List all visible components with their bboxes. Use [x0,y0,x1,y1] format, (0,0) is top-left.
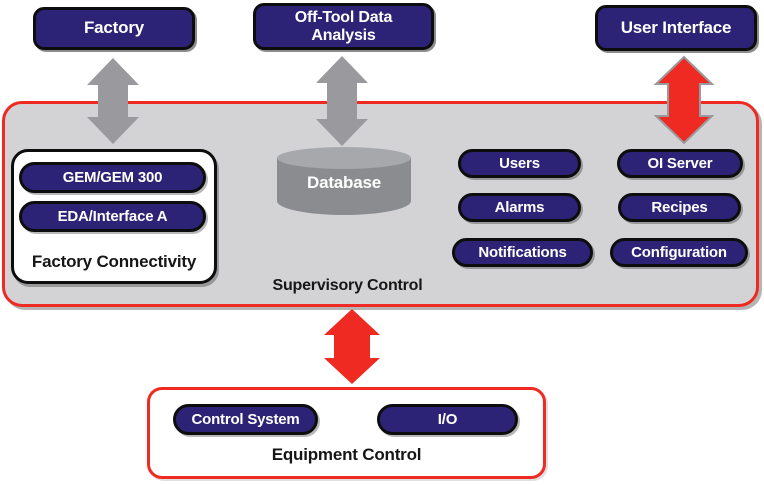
supervisory-control-title: Supervisory Control [272,277,423,294]
user-interface-label: User Interface [620,17,732,37]
database-cylinder: Database [277,147,411,215]
gem-gem300-pill: GEM/GEM 300 [19,162,206,193]
notifications-pill: Notifications [452,238,593,267]
control-system-pill: Control System [173,404,318,435]
factory-box: Factory [33,7,195,50]
database-label: Database [307,173,381,192]
equipment-control-label: Equipment Control [271,445,422,464]
io-pill: I/O [377,404,518,435]
users-label: Users [499,155,540,172]
eda-interface-a-label: EDA/Interface A [57,208,168,225]
eda-interface-a-pill: EDA/Interface A [19,201,206,232]
oi-server-label: OI Server [647,155,713,172]
notifications-label: Notifications [478,244,567,261]
factory-box-label: Factory [83,18,144,38]
recipes-pill: Recipes [618,193,741,222]
supervisory-equipment-arrow-icon [324,309,380,384]
database-cylinder-top [277,147,411,169]
recipes-label: Recipes [651,199,708,216]
alarms-label: Alarms [494,199,545,216]
off-tool-data-analysis-label: Off-Tool Data Analysis [294,9,393,44]
off-tool-data-analysis-box: Off-Tool Data Analysis [253,3,434,50]
user-interface-box: User Interface [595,5,757,51]
control-system-label: Control System [191,411,300,428]
configuration-label: Configuration [631,244,727,261]
users-pill: Users [458,149,581,178]
io-label: I/O [437,411,458,428]
gem-gem300-label: GEM/GEM 300 [62,169,163,186]
oi-server-pill: OI Server [617,149,743,178]
alarms-pill: Alarms [458,193,581,222]
factory-connectivity-label: Factory Connectivity [31,252,197,271]
configuration-pill: Configuration [610,238,748,267]
